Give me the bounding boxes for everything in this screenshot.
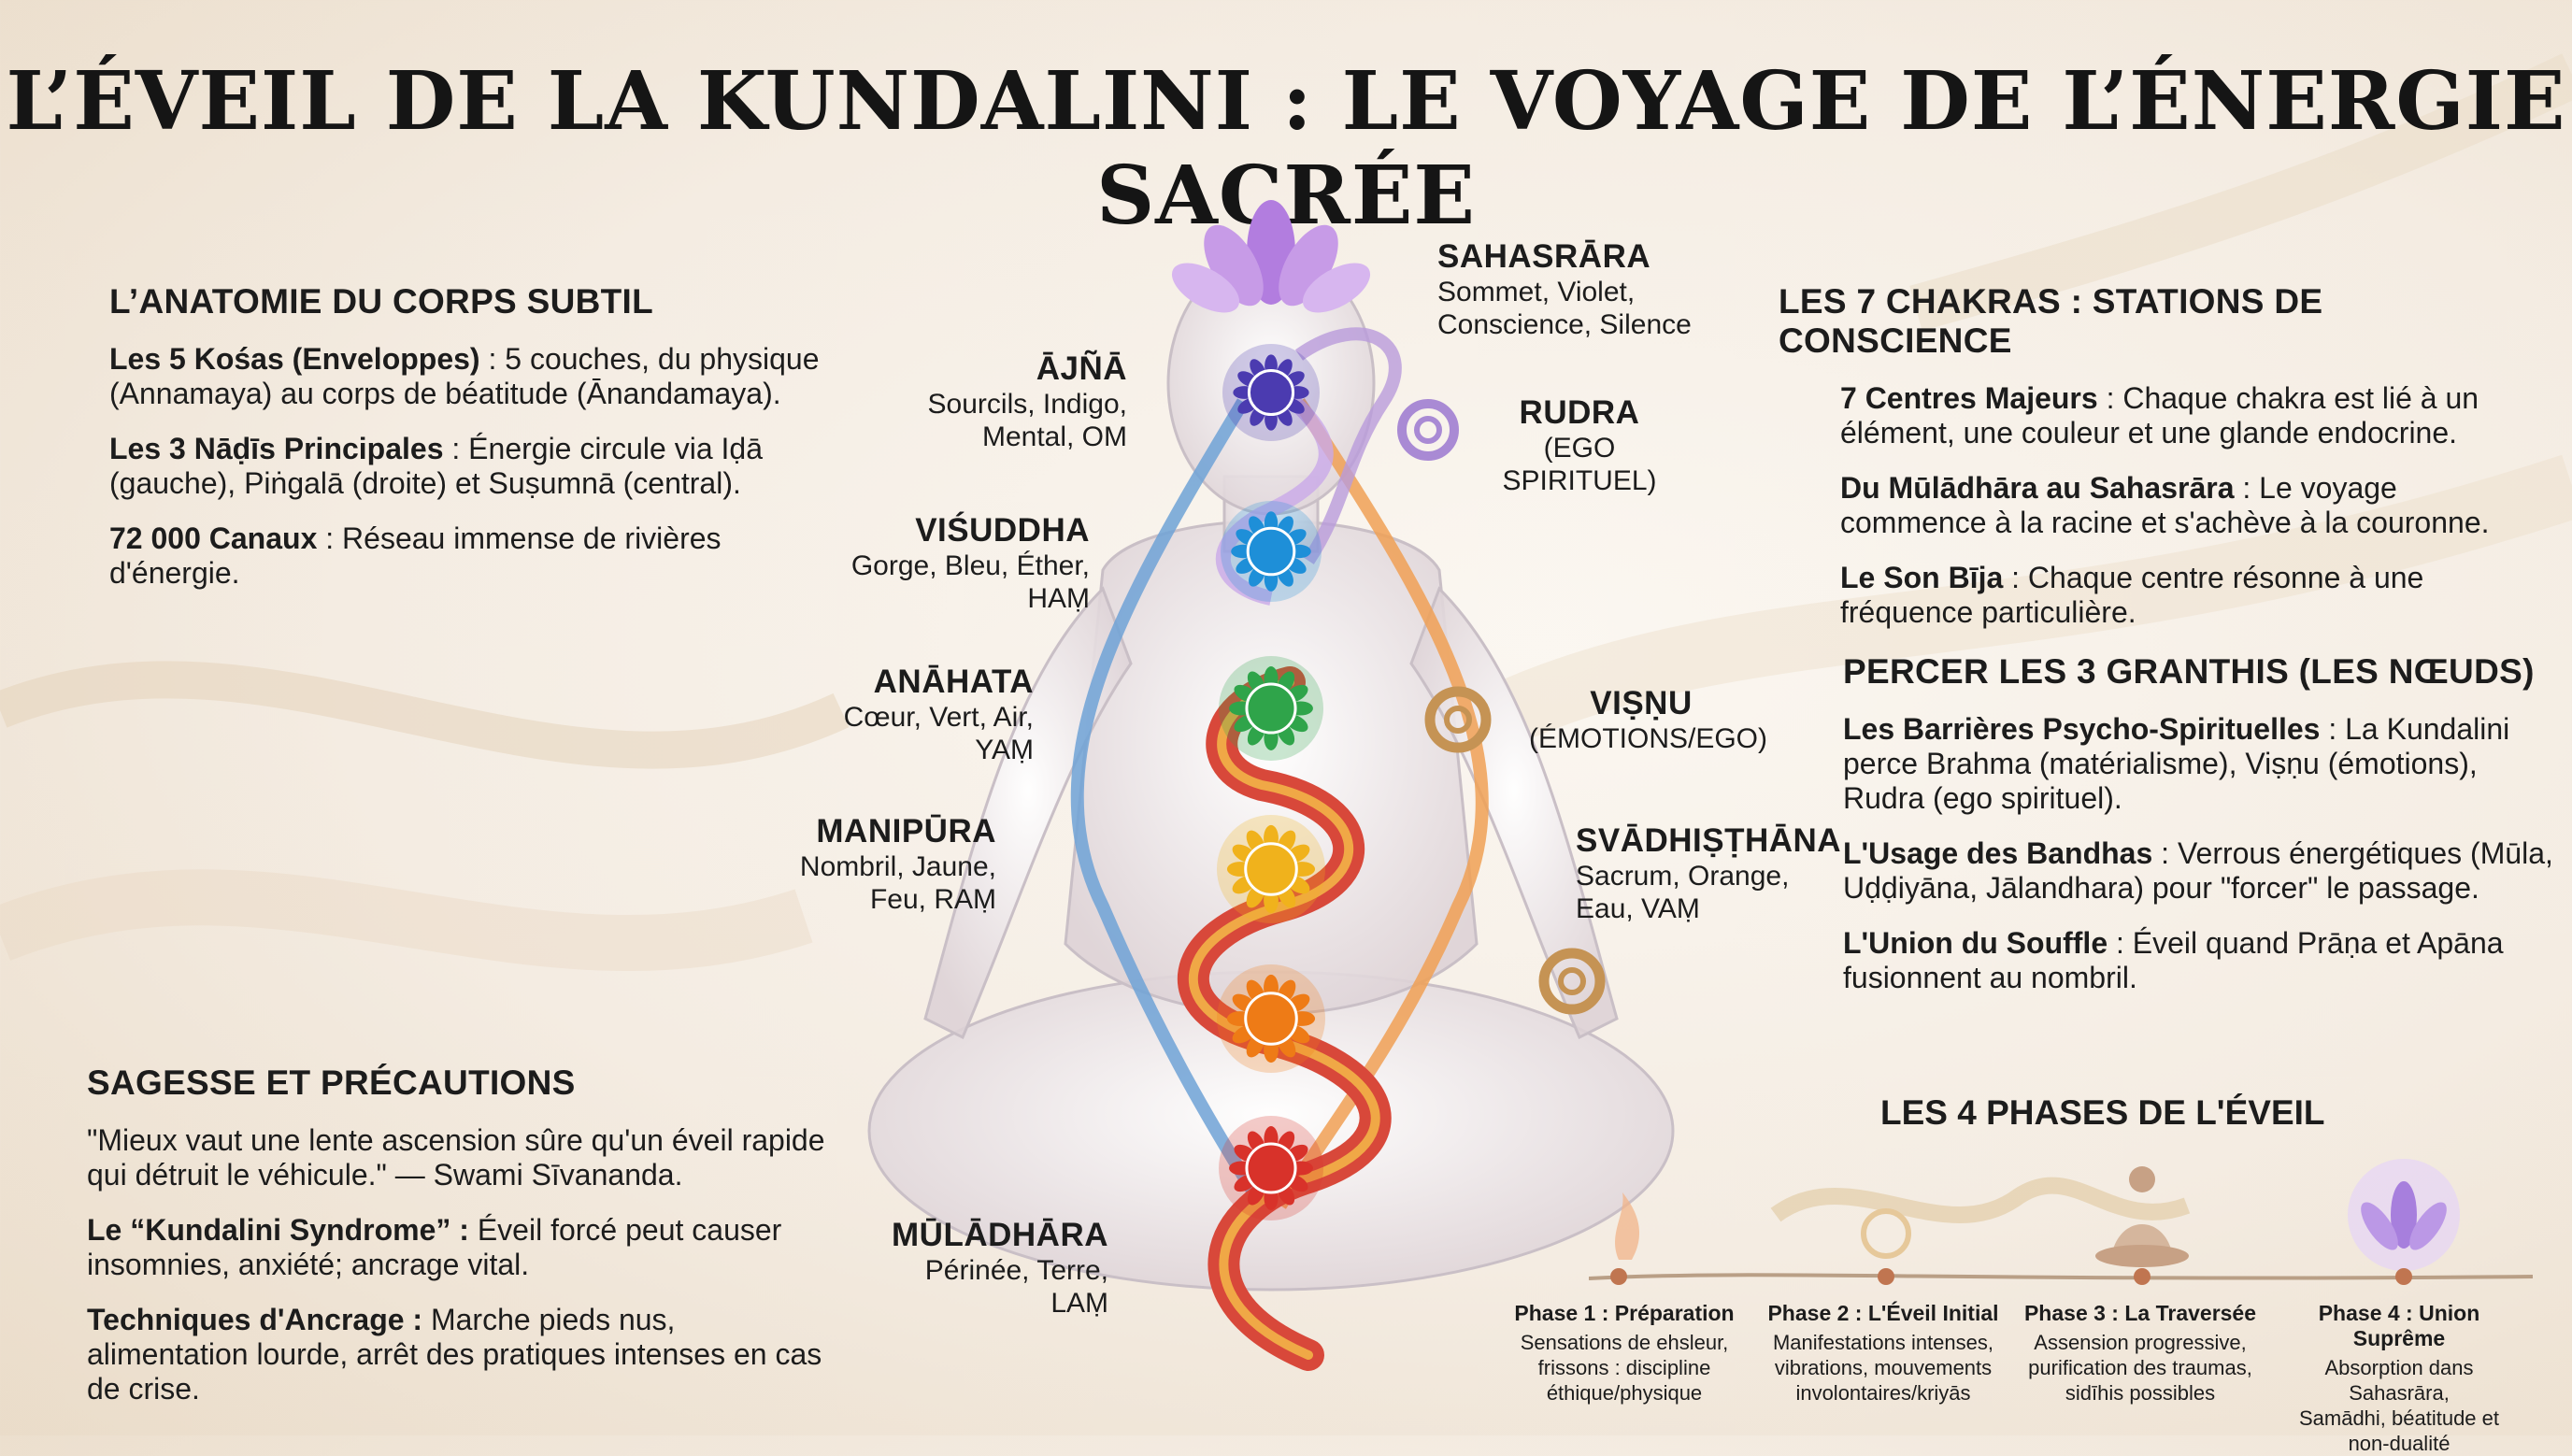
panel-heading: SAGESSE ET PRÉCAUTIONS [87,1063,576,1102]
granthi-label-vishnu: VIṢṆU (ÉMOTIONS/EGO) [1529,685,1767,754]
chakra-label-manipura: MANIPŪRA Nombril, Jaune, Feu, RAṂ [799,813,996,915]
panel-quote: "Mieux vaut une lente ascension sûre qu'… [87,1123,825,1192]
chakra-ajna-icon [1222,344,1320,441]
granthi-label-rudra: RUDRA (EGO SPIRITUEL) [1502,394,1657,496]
panel-subtle-body-anatomy: L’ANATOMIE DU CORPS SUBTIL Les 5 Kośas (… [109,282,820,611]
meditating-figure-illustration [867,200,1675,1371]
panel-item: L'Usage des Bandhas : Verrous énergétiqu… [1843,836,2553,905]
chakra-muladhara-icon [1219,1116,1323,1220]
phases-heading: LES 4 PHASES DE L'ÉVEIL [1880,1093,2325,1132]
page-title: L’ÉVEIL DE LA KUNDALINI : LE VOYAGE DE L… [6,54,2566,243]
phases-timeline [1589,1159,2534,1285]
vishnu-granthi-knot-icon [1424,686,1492,753]
chakra-label-svadhishthana: SVĀDHIṢṬHĀNA Sacrum, Orange, Eau, VAṂ [1576,822,1842,924]
pingala-nadi [1275,398,1489,1209]
phase-3-meditator-icon [2095,1166,2189,1285]
panel-heading: PERCER LES 3 GRANTHIS (LES NŒUDS) [1843,652,2535,691]
rudra-granthi-knot-icon [1397,399,1459,461]
panel-item: Les 3 Nāḍīs Principales : Énergie circul… [109,432,763,500]
phase-2-swirl-icon [1861,1208,1911,1285]
phase-4-glowing-lotus-icon [2348,1159,2460,1285]
phase-3: Phase 3 : La Traversée Assension progres… [2023,1301,2257,1405]
panel-item: Le “Kundalini Syndrome” : Éveil forcé pe… [87,1213,782,1281]
panel-wisdom-precautions: SAGESSE ET PRÉCAUTIONS "Mieux vaut une l… [87,1063,835,1427]
panel-item: Le Son Bīja : Chaque centre résonne à un… [1840,561,2424,629]
panel-heading: L’ANATOMIE DU CORPS SUBTIL [109,282,654,321]
panel-item: 7 Centres Majeurs : Chaque chakra est li… [1840,381,2479,450]
panel-item: Les Barrières Psycho-Spirituelles : La K… [1843,712,2510,815]
chakra-manipura-icon [1217,815,1325,923]
panel-seven-chakras: LES 7 CHAKRAS : STATIONS DE CONSCIENCE 7… [1779,282,2526,650]
chakra-label-muladhara: MŪLĀDHĀRA Périnée, Terre, LAṂ [892,1217,1108,1319]
brahma-granthi-knot-icon [1538,948,1606,1015]
chakra-label-anahata: ANĀHATA Cœur, Vert, Air, YAṂ [843,664,1034,765]
panel-item: Techniques d'Ancrage : Marche pieds nus,… [87,1303,822,1406]
phase-1-flame-icon [1610,1192,1640,1285]
chakra-svadhishthana-icon [1217,964,1325,1073]
panel-item: Du Mūlādhāra au Sahasrāra : Le voyage co… [1840,471,2490,539]
panel-item: L'Union du Souffle : Éveil quand Prāṇa e… [1843,926,2504,994]
chakra-label-ajna: ĀJÑĀ Sourcils, Indigo, Mental, OM [927,350,1127,452]
phase-2: Phase 2 : L'Éveil Initial Manifestations… [1767,1301,1999,1405]
sushumna-nadi [1215,377,1334,606]
phase-1: Phase 1 : Préparation Sensations de ehsl… [1514,1301,1735,1405]
lotus-icon [1171,200,1371,313]
panel-three-granthis: PERCER LES 3 GRANTHIS (LES NŒUDS) Les Ba… [1843,652,2553,1016]
chakra-wheels [1217,344,1325,1220]
chakra-label-sahasrara: SAHASRĀRA Sommet, Violet, Conscience, Si… [1437,238,1692,340]
panel-heading: LES 7 CHAKRAS : STATIONS DE CONSCIENCE [1779,282,2323,360]
panel-item: Les 5 Kośas (Enveloppes) : 5 couches, du… [109,342,820,410]
panel-item: 72 000 Canaux : Réseau immense de rivièr… [109,521,722,590]
phase-4: Phase 4 : Union Suprême Absorption dans … [2298,1301,2500,1455]
ida-nadi [1070,398,1267,1209]
chakra-anahata-icon [1219,656,1323,761]
chakra-label-vishuddha: VIŚUDDHA Gorge, Bleu, Éther, HAṂ [850,512,1090,614]
chakra-vishuddha-icon [1221,501,1322,602]
